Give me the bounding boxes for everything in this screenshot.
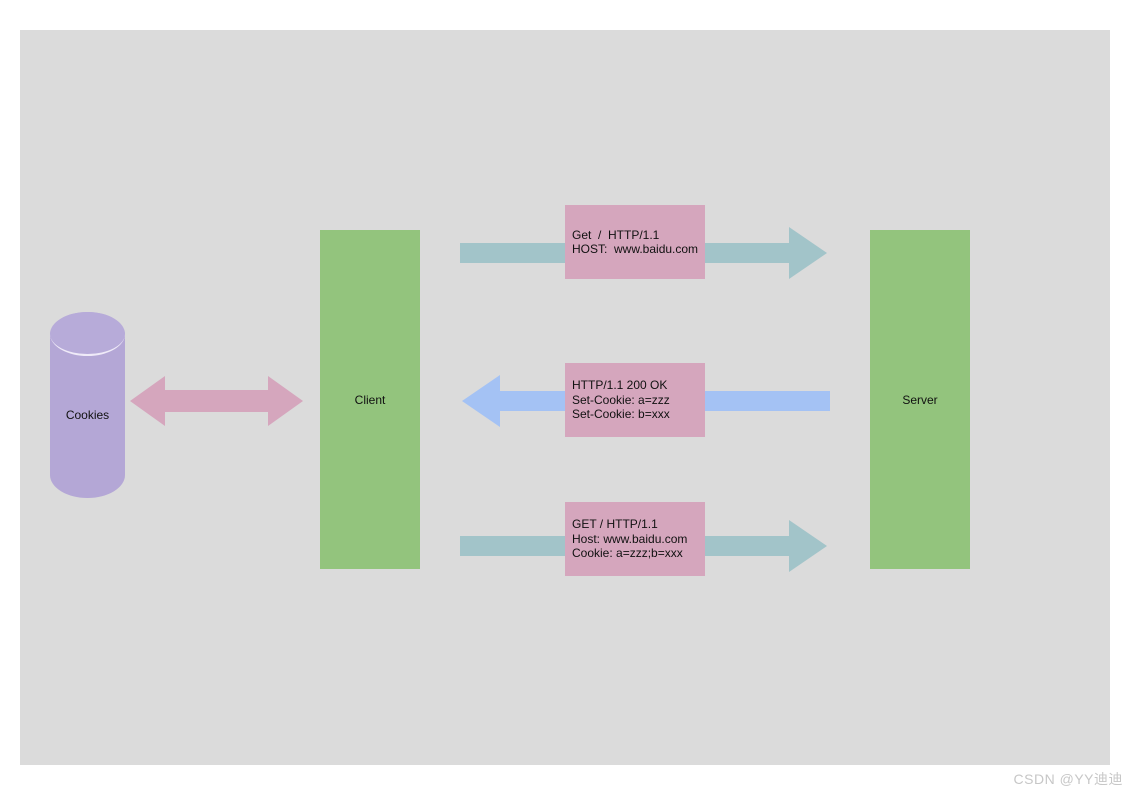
csdn-watermark: CSDN @YY迪迪: [1013, 771, 1123, 787]
response-message-box: HTTP/1.1 200 OK Set-Cookie: a=zzz Set-Co…: [565, 363, 705, 437]
message-line: HTTP/1.1 200 OK: [572, 378, 668, 393]
cylinder-top-ellipse: [50, 312, 125, 356]
message-line: Get / HTTP/1.1: [572, 227, 660, 242]
server-label: Server: [902, 392, 938, 407]
cookies-client-arrow-right-head: [268, 376, 303, 426]
response-arrow-head: [462, 375, 500, 427]
message-line: HOST: www.baidu.com: [572, 242, 699, 256]
server-node: Server: [870, 230, 970, 569]
message-line: Set-Cookie: b=xxx: [572, 407, 670, 422]
cookies-store-cylinder: Cookies: [50, 312, 125, 498]
request1-message-box: Get / HTTP/1.1 HOST: www.baidu.com: [565, 205, 705, 279]
cookies-label: Cookies: [65, 408, 110, 422]
message-line: GET / HTTP/1.1: [572, 517, 658, 532]
client-node: Client: [320, 230, 420, 569]
cookies-client-arrow-shaft: [163, 390, 270, 412]
request2-message-box: GET / HTTP/1.1 Host: www.baidu.com Cooki…: [565, 502, 705, 576]
message-line: Set-Cookie: a=zzz: [572, 392, 670, 407]
request1-arrow-head: [789, 227, 827, 279]
cookies-client-arrow-left-head: [130, 376, 165, 426]
message-line: Host: www.baidu.com: [572, 531, 688, 546]
message-line: Cookie: a=zzz;b=xxx: [572, 546, 683, 561]
request2-arrow-head: [789, 520, 827, 572]
client-label: Client: [354, 392, 386, 407]
